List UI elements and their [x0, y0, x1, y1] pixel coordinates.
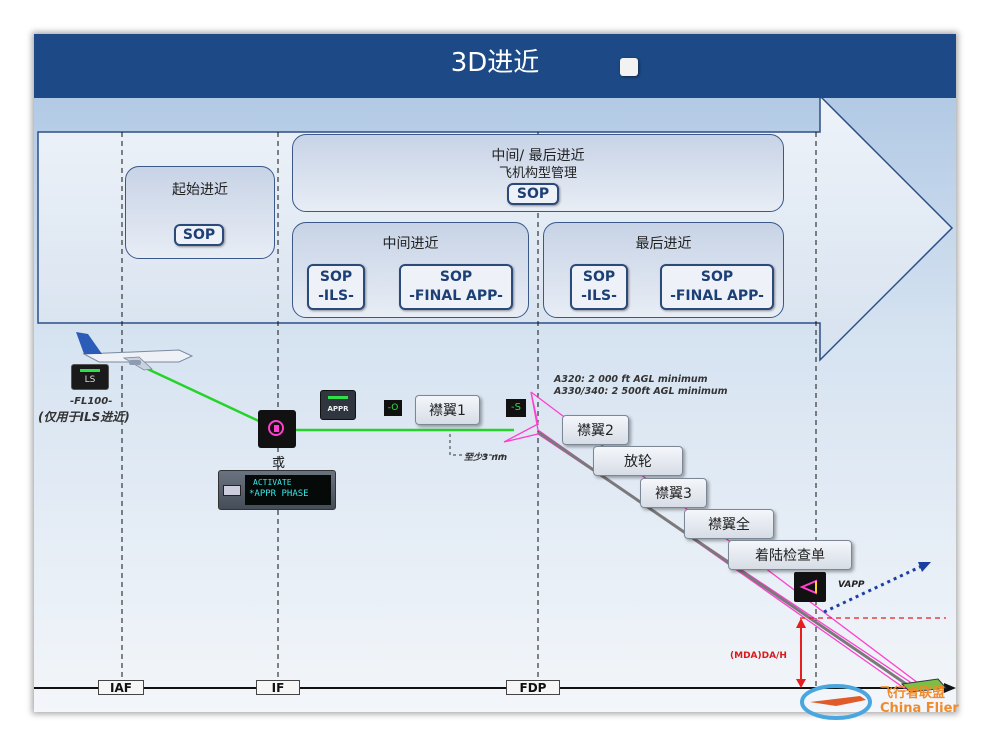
vapp-indicator	[794, 572, 826, 602]
min-distance-label: 至少3 nm	[464, 453, 508, 463]
altitude-note-a330: A330/340: 2 500ft AGL minimum	[554, 386, 728, 397]
mcdu-activate-panel[interactable]: ACTIVATE *APPR PHASE	[218, 470, 336, 510]
final-approach-label: 最后进近	[635, 236, 692, 252]
intermediate-sop-ils-button[interactable]: SOP -ILS-	[307, 264, 365, 310]
appr-button[interactable]: APPR	[320, 390, 356, 420]
step-gear-down: 放轮	[593, 446, 683, 476]
or-label: 或	[272, 456, 286, 471]
intermediate-sop-final-app-button[interactable]: SOP -FINAL APP-	[399, 264, 513, 310]
approach-mode-button[interactable]	[258, 410, 296, 448]
step-flaps-3: 襟翼3	[640, 478, 707, 508]
ls-button-label: LS	[84, 375, 96, 385]
mda-arrow-top	[796, 618, 806, 628]
ground-arrow-head	[944, 683, 956, 693]
ls-indicator	[80, 369, 100, 372]
runway	[900, 678, 948, 693]
activate-line1: ACTIVATE	[253, 478, 292, 487]
configuration-management-box: 中间/ 最后进近 飞机构型管理 SOP	[292, 134, 784, 212]
step-landing-checklist: 着陆检查单	[728, 540, 852, 570]
min-distance-marker	[449, 434, 504, 456]
watermark-text: 飞行者联盟 China Flier	[880, 686, 959, 716]
config-label-line1: 中间/ 最后进近	[491, 148, 585, 164]
mda-arrow-bottom	[796, 679, 806, 688]
appr-button-label: APPR	[327, 405, 349, 413]
final-sop-ils-button[interactable]: SOP -ILS-	[570, 264, 628, 310]
initial-approach-label: 起始进近	[172, 182, 228, 198]
final-sop-final-app-button[interactable]: SOP -FINAL APP-	[660, 264, 774, 310]
intermediate-approach-box: 中间进近 SOP -ILS- SOP -FINAL APP-	[292, 222, 529, 318]
approach-mode-dot	[274, 425, 279, 432]
ls-button[interactable]: LS	[71, 364, 109, 390]
page-title: 3D进近	[450, 48, 540, 78]
step-flaps-1: 襟翼1	[415, 395, 480, 425]
mcdu-screen: ACTIVATE *APPR PHASE	[245, 475, 331, 505]
initial-approach-box: 起始进近 SOP	[125, 166, 275, 259]
fdp-label: FDP	[506, 680, 560, 695]
config-sop-button[interactable]: SOP	[507, 183, 559, 205]
fl100-label: -FL100-	[70, 396, 113, 407]
slide: 3D进近 起始进近 SOP 中间/ 最后进近 飞机构型管理 SOP 中间进近 S…	[34, 34, 956, 712]
initial-sop-button[interactable]: SOP	[174, 224, 224, 246]
step-flaps-2: 襟翼2	[562, 415, 629, 445]
final-approach-box: 最后进近 SOP -ILS- SOP -FINAL APP-	[543, 222, 784, 318]
if-label: IF	[256, 680, 300, 695]
watermark: 飞行者联盟 China Flier	[796, 676, 986, 724]
mcdu-side-key[interactable]	[223, 485, 241, 496]
aircraft-icon	[76, 332, 194, 371]
approach-mode-icon	[268, 420, 284, 436]
o-speed-icon: -O	[384, 400, 402, 416]
config-label-line2: 飞机构型管理	[498, 166, 577, 181]
mda-label: (MDA)DA/H	[730, 651, 787, 661]
slide-marker	[620, 58, 638, 76]
watermark-logo-icon	[800, 684, 872, 720]
activate-line2: *APPR PHASE	[249, 489, 309, 499]
vapp-label: VAPP	[838, 580, 865, 590]
vapp-symbol-icon	[799, 579, 817, 595]
s-speed-icon: -S	[506, 399, 526, 417]
iaf-label: IAF	[98, 680, 144, 695]
go-around-arrow-head	[918, 562, 931, 572]
fl100-note: (仅用于ILS进近)	[38, 410, 130, 424]
step-flaps-full: 襟翼全	[684, 509, 774, 539]
title-bar: 3D进近	[34, 34, 956, 98]
intermediate-approach-label: 中间进近	[382, 236, 439, 252]
appr-indicator	[328, 396, 348, 399]
altitude-note-a320: A320: 2 000 ft AGL minimum	[554, 374, 708, 385]
